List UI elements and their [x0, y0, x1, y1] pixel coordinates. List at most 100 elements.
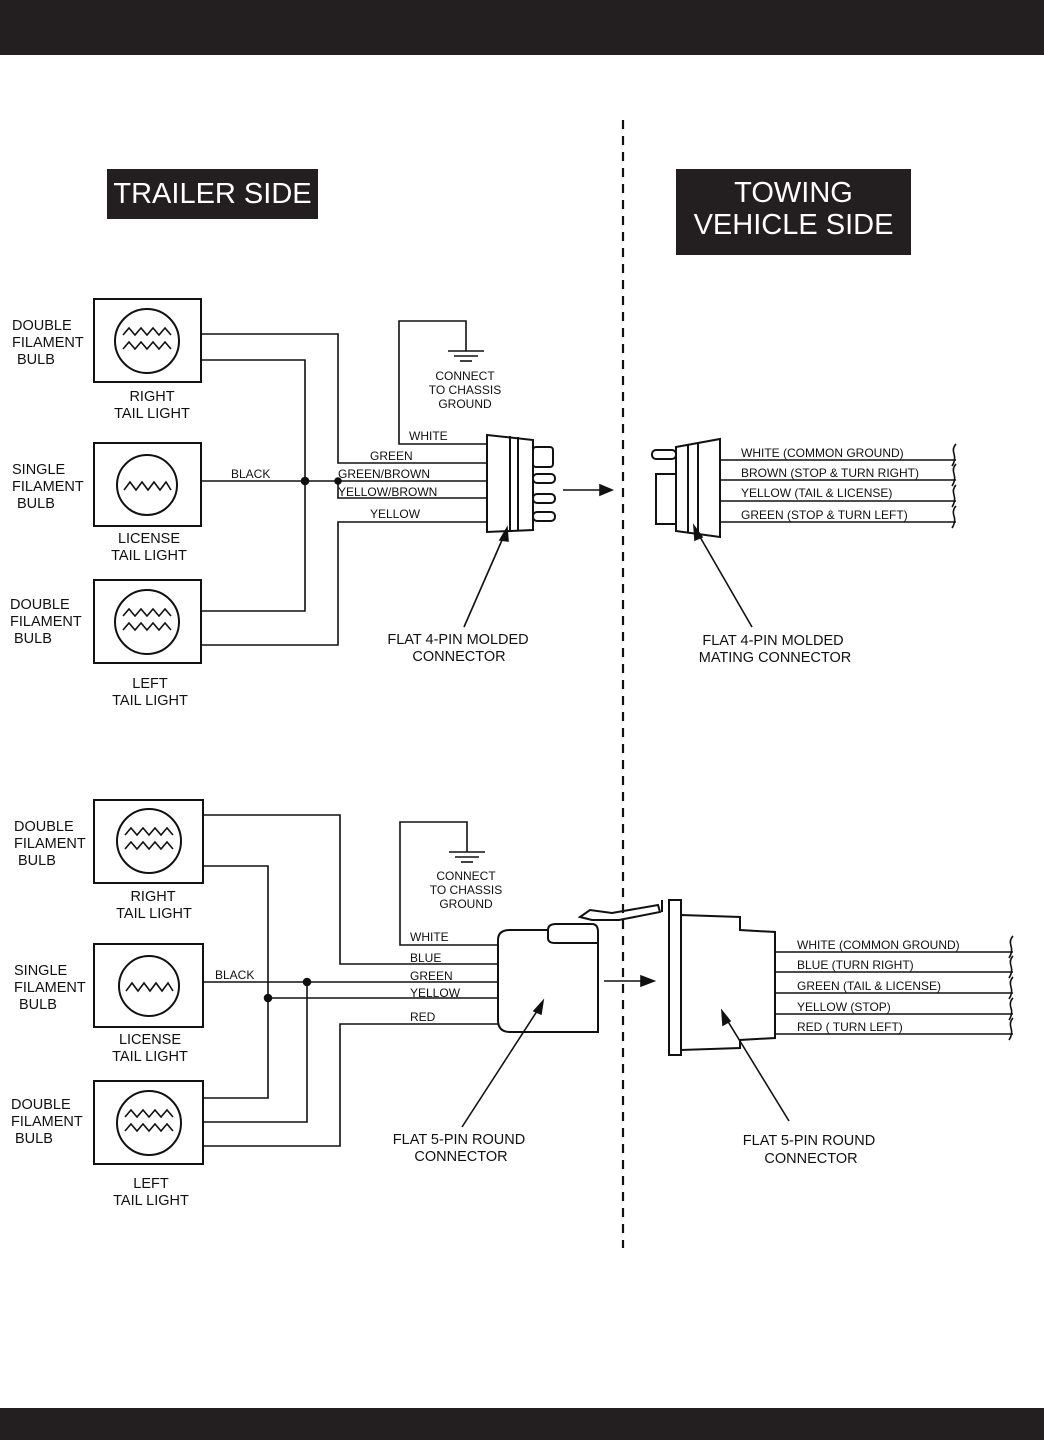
d2-ground-line2: TO CHASSIS — [430, 883, 502, 897]
d1-vehicle-wire-label: YELLOW (TAIL & LICENSE) — [741, 486, 892, 500]
d2-left-bulb-line2: FILAMENT — [11, 1114, 83, 1130]
d1-right-name-line1: RIGHT — [129, 389, 174, 405]
d2-license-light — [93, 943, 204, 1028]
wire-break — [1008, 935, 1014, 959]
d2-right-light — [93, 799, 204, 884]
wire-break — [1008, 976, 1014, 1000]
d2-left-bulb-line3: BULB — [15, 1131, 53, 1147]
filament-icon — [122, 607, 172, 618]
d2-trailer-connector-label-line2: CONNECTOR — [414, 1149, 507, 1165]
filament-icon — [123, 480, 172, 492]
d2-right-bulb-line2: FILAMENT — [14, 836, 86, 852]
d2-ground-wire — [399, 821, 498, 946]
d1-license-light — [93, 442, 202, 527]
d2-wire-label-black: BLACK — [215, 968, 254, 982]
d1-wire-label-white: WHITE — [409, 429, 448, 443]
d1-vehicle-wire-label: WHITE (COMMON GROUND) — [741, 446, 904, 460]
d2-wire-red — [203, 1023, 498, 1147]
bottom-bar — [0, 1408, 1044, 1440]
towing-vehicle-side-heading: TOWING VEHICLE SIDE — [676, 169, 911, 255]
d2-vehicle-wire-label: WHITE (COMMON GROUND) — [797, 938, 960, 952]
diagram2 — [93, 799, 1014, 1165]
wire-break — [951, 443, 957, 467]
light-housing — [93, 943, 204, 1028]
d1-trailer-connector-label-line2: CONNECTOR — [412, 649, 505, 665]
arrowhead — [599, 483, 615, 497]
connector-body — [497, 929, 599, 1033]
d2-license-bulb-line3: BULB — [19, 997, 57, 1013]
d2-wire-label-yellow: YELLOW — [410, 986, 461, 1000]
d1-right-light — [93, 298, 202, 383]
d1-trailer-connector — [486, 433, 556, 534]
d1-right-name-line2: TAIL LIGHT — [114, 406, 190, 422]
connector-flange — [668, 899, 682, 1056]
d1-left-name-line2: TAIL LIGHT — [112, 693, 188, 709]
connector-tab — [547, 923, 599, 943]
wire-break — [951, 505, 957, 529]
d2-vehicle-connector — [577, 899, 776, 1056]
pin — [532, 473, 556, 484]
pin — [532, 446, 554, 468]
d2-trailer-connector-label-line1: FLAT 5-PIN ROUND — [393, 1132, 525, 1148]
filament-icon — [122, 326, 172, 337]
d1-license-bulb-line3: BULB — [17, 496, 55, 512]
arrowhead — [498, 525, 509, 542]
light-housing — [93, 298, 202, 383]
d1-left-bulb-line3: BULB — [14, 631, 52, 647]
socket — [651, 449, 677, 460]
d2-vehicle-connector-label-line1: FLAT 5-PIN ROUND — [743, 1133, 875, 1149]
d2-right-bulb-line1: DOUBLE — [14, 819, 74, 835]
towing-heading-line1: TOWING — [734, 177, 853, 209]
wire-break — [1008, 955, 1014, 979]
d2-vehicle-wire-label: GREEN (TAIL & LICENSE) — [797, 979, 941, 993]
d1-wire-yellow — [201, 521, 487, 646]
pin — [532, 493, 556, 504]
d1-wire-label-yellow-brown: YELLOW/BROWN — [338, 485, 437, 499]
connector-body — [680, 913, 776, 1052]
d1-right-bulb-line2: FILAMENT — [12, 335, 84, 351]
d1-wire-to-left-light — [201, 481, 306, 612]
d1-splice — [300, 476, 310, 486]
filament-icon — [122, 621, 172, 632]
d1-left-light — [93, 579, 202, 664]
d1-license-bulb-line2: FILAMENT — [12, 479, 84, 495]
connector-lever — [577, 903, 662, 921]
bulb-icon — [116, 808, 182, 874]
d1-license-name-line2: TAIL LIGHT — [111, 548, 187, 564]
arrowhead — [640, 974, 657, 988]
d1-right-bulb-line1: DOUBLE — [12, 318, 72, 334]
filament-icon — [122, 340, 172, 351]
d1-wire-label-black: BLACK — [231, 467, 270, 481]
connector-body — [675, 437, 721, 539]
bulb-icon — [116, 454, 178, 516]
light-housing — [93, 1080, 204, 1165]
d2-license-name-line2: TAIL LIGHT — [112, 1049, 188, 1065]
d1-left-bulb-line2: FILAMENT — [10, 614, 82, 630]
d2-left-name-line2: TAIL LIGHT — [113, 1193, 189, 1209]
light-housing — [93, 579, 202, 664]
d1-wire-label-green-brown: GREEN/BROWN — [338, 467, 430, 481]
d2-trailer-connector — [497, 923, 599, 1033]
arrowhead — [532, 998, 545, 1016]
d1-trailer-connector-label-line1: FLAT 4-PIN MOLDED — [387, 632, 528, 648]
socket — [655, 473, 676, 525]
d2-right-name-line1: RIGHT — [130, 889, 175, 905]
light-housing — [93, 442, 202, 527]
d2-vehicle-wire-label: BLUE (TURN RIGHT) — [797, 958, 914, 972]
d2-wire-to-left-upper — [203, 998, 269, 1099]
d1-ground-line2: TO CHASSIS — [429, 383, 501, 397]
d2-left-name-line1: LEFT — [133, 1176, 169, 1192]
filament-icon — [124, 1122, 174, 1133]
diagram1 — [93, 298, 957, 664]
d2-wire-right-lower — [203, 865, 269, 998]
d1-trailer-connector-leader — [463, 530, 507, 628]
wire-break — [1008, 997, 1014, 1021]
trailer-side-heading: TRAILER SIDE — [107, 169, 318, 219]
d2-wire-to-left-middle — [203, 982, 308, 1123]
d2-vehicle-connector-label-line2: CONNECTOR — [764, 1151, 857, 1167]
d1-license-bulb-line1: SINGLE — [12, 462, 66, 478]
d2-ground-line3: GROUND — [439, 897, 493, 911]
d1-vehicle-wire-label: BROWN (STOP & TURN RIGHT) — [741, 466, 919, 480]
d2-ground-line1: CONNECT — [436, 869, 496, 883]
